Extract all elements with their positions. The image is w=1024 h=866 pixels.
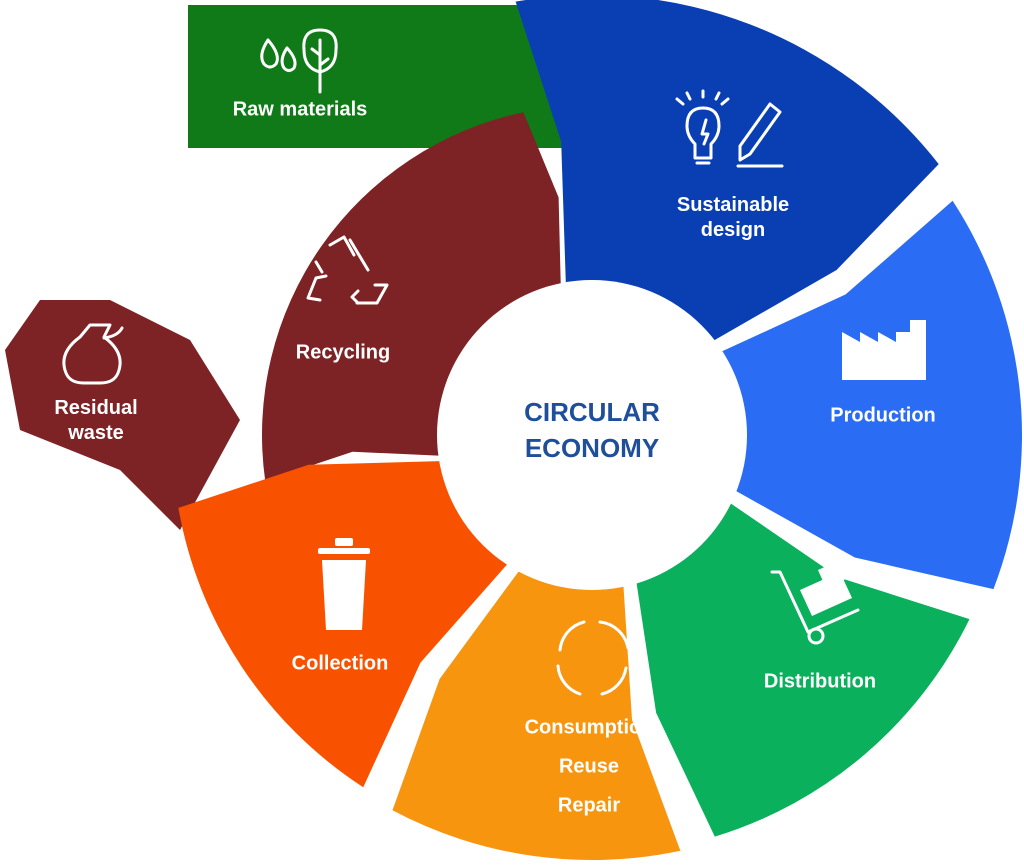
repair-line: Repair [557, 794, 621, 817]
trash-can-icon [318, 538, 370, 630]
residual-waste-line2: waste [68, 422, 124, 444]
garbage-bag-icon [62, 323, 124, 385]
sustainable-design-segment [515, 0, 939, 343]
sustainable-design-line2: design [700, 219, 766, 241]
production-segment [717, 200, 1022, 590]
water-drops-and-tree-icon [260, 28, 338, 94]
sustainable-design-label: Sustainable design [677, 193, 789, 243]
box-stack [800, 560, 852, 616]
consumption-label: Consumption Reuse Repair [525, 709, 654, 826]
collection-label: Collection [291, 652, 389, 675]
residual-waste-label: Residual waste [54, 396, 137, 446]
sustainable-design-line1: Sustainable [676, 194, 790, 216]
recycle-icon [306, 235, 389, 305]
reuse-line: Reuse [558, 755, 620, 778]
center-title-line2: ECONOMY [524, 433, 660, 463]
consumption-line1: Consumption [524, 716, 654, 739]
raw-materials-segment [188, 5, 622, 148]
production-label: Production [830, 404, 936, 427]
residual-waste-line1: Residual [54, 397, 138, 419]
lightbulb-and-pencil-icon [675, 89, 784, 168]
distribution-segment [635, 500, 970, 837]
consumption-segment [392, 567, 681, 860]
raw-materials-label: Raw materials [232, 98, 368, 121]
recycling-label: Recycling [295, 341, 391, 364]
hand-truck-icon [770, 570, 860, 645]
distribution-label: Distribution [763, 670, 877, 693]
center-title-line1: CIRCULAR [524, 397, 660, 427]
factory-icon [842, 320, 926, 380]
cycle-arrows-icon [556, 620, 630, 696]
center-circle [437, 280, 747, 590]
recycling-segment [262, 112, 561, 481]
center-title: CIRCULAR ECONOMY [524, 394, 660, 466]
